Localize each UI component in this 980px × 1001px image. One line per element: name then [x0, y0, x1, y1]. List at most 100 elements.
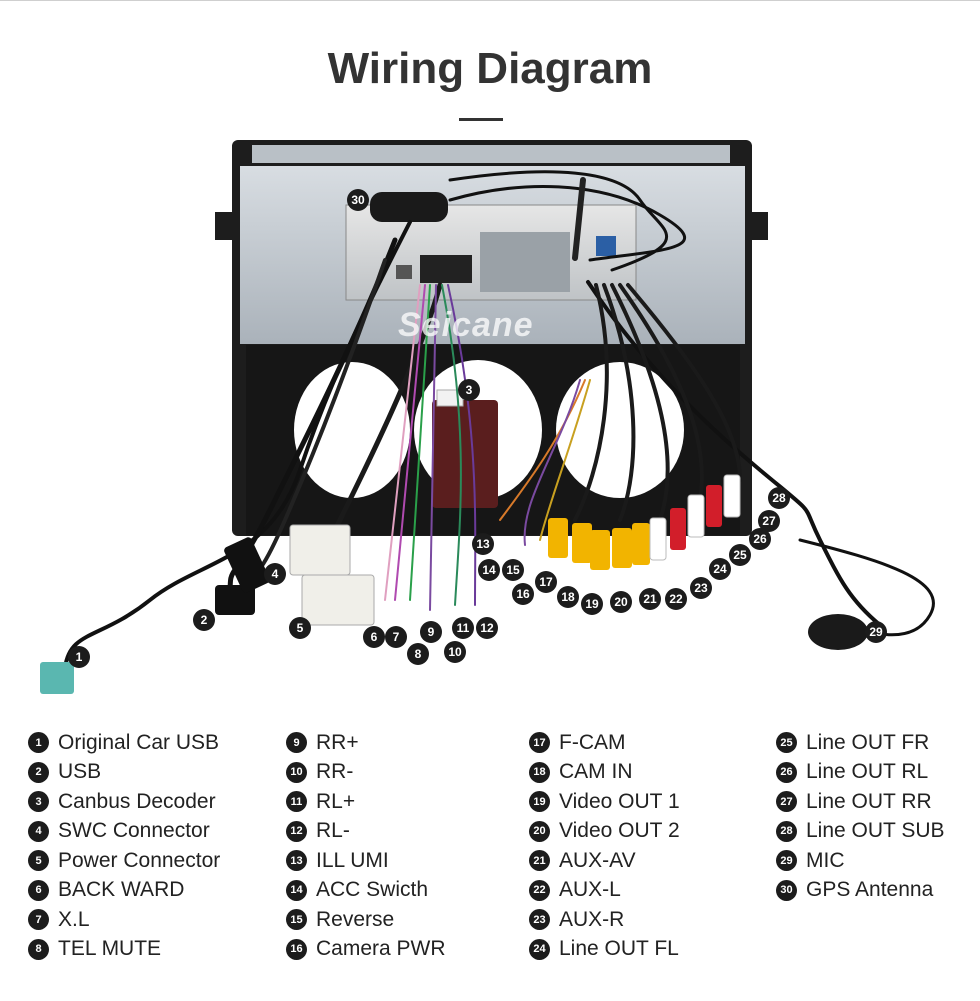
brand-watermark: Seicane	[398, 306, 534, 344]
callout-11: 11	[452, 617, 474, 639]
legend-number: 25	[776, 732, 797, 754]
legend-label: GPS Antenna	[806, 878, 934, 902]
legend-item: 13 ILL UMI	[286, 846, 526, 876]
callout-21: 21	[639, 588, 661, 610]
callout-13: 13	[472, 533, 494, 555]
legend-item: 25 Line OUT FR	[776, 728, 980, 758]
legend-number: 7	[28, 909, 49, 931]
callout-7: 7	[385, 626, 407, 648]
legend-number: 18	[529, 761, 550, 783]
callout-number: 2	[193, 609, 215, 631]
callout-number: 17	[535, 571, 557, 593]
legend-number: 4	[28, 820, 49, 842]
legend-label: F-CAM	[559, 730, 626, 754]
legend-label: ACC Swicth	[316, 878, 429, 902]
legend-label: BACK WARD	[58, 878, 185, 902]
callout-5: 5	[289, 617, 311, 639]
legend-item: 4 SWC Connector	[28, 817, 268, 847]
callout-number: 5	[289, 617, 311, 639]
legend-number: 17	[529, 732, 550, 754]
callout-30: 30	[347, 189, 369, 211]
head-unit-illustration	[40, 140, 935, 694]
legend-label: RR-	[316, 760, 354, 784]
callout-4: 4	[264, 563, 286, 585]
legend-label: Line OUT FR	[806, 730, 930, 754]
callout-26: 26	[749, 528, 771, 550]
callout-23: 23	[690, 577, 712, 599]
legend-label: Original Car USB	[58, 730, 220, 754]
legend-item: 16 Camera PWR	[286, 935, 526, 965]
callout-number: 12	[476, 617, 498, 639]
callout-29: 29	[865, 621, 887, 643]
callout-20: 20	[610, 591, 632, 613]
callout-number: 6	[363, 626, 385, 648]
legend-label: Camera PWR	[316, 937, 446, 961]
legend-label: SWC Connector	[58, 819, 210, 843]
callout-2: 2	[193, 609, 215, 631]
legend-item: 29 MIC	[776, 846, 980, 876]
callout-number: 7	[385, 626, 407, 648]
legend-number: 2	[28, 761, 49, 783]
callout-number: 11	[452, 617, 474, 639]
callout-27: 27	[758, 510, 780, 532]
callout-number: 18	[557, 586, 579, 608]
legend-number: 13	[286, 850, 307, 872]
top-divider	[0, 0, 980, 1]
page-title: Wiring Diagram	[327, 44, 653, 93]
callout-number: 21	[639, 588, 661, 610]
callout-number: 27	[758, 510, 780, 532]
callout-17: 17	[535, 571, 557, 593]
callout-number: 14	[478, 559, 500, 581]
callout-number: 25	[729, 544, 751, 566]
legend-number: 16	[286, 938, 307, 960]
callout-number: 23	[690, 577, 712, 599]
legend-label: MIC	[806, 848, 845, 872]
legend-number: 19	[529, 791, 550, 813]
legend-number: 5	[28, 850, 49, 872]
callout-28: 28	[768, 487, 790, 509]
legend-label: Line OUT SUB	[806, 819, 945, 843]
callout-1: 1	[68, 646, 90, 668]
callout-number: 28	[768, 487, 790, 509]
callout-22: 22	[665, 588, 687, 610]
legend-number: 28	[776, 820, 797, 842]
legend-number: 12	[286, 820, 307, 842]
legend-item: 14 ACC Swicth	[286, 876, 526, 906]
legend-label: Video OUT 2	[559, 819, 680, 843]
callout-number: 1	[68, 646, 90, 668]
legend-label: ILL UMI	[316, 848, 389, 872]
legend-number: 14	[286, 879, 307, 901]
legend-label: Canbus Decoder	[58, 789, 216, 813]
callout-number: 24	[709, 558, 731, 580]
legend-label: Line OUT RL	[806, 760, 929, 784]
callout-number: 13	[472, 533, 494, 555]
legend-label: Line OUT RR	[806, 789, 932, 813]
callout-number: 29	[865, 621, 887, 643]
callout-9: 9	[420, 621, 442, 643]
legend-number: 15	[286, 909, 307, 931]
legend-number: 29	[776, 850, 797, 872]
legend-number: 30	[776, 879, 797, 901]
callout-8: 8	[407, 643, 429, 665]
legend-number: 24	[529, 938, 550, 960]
